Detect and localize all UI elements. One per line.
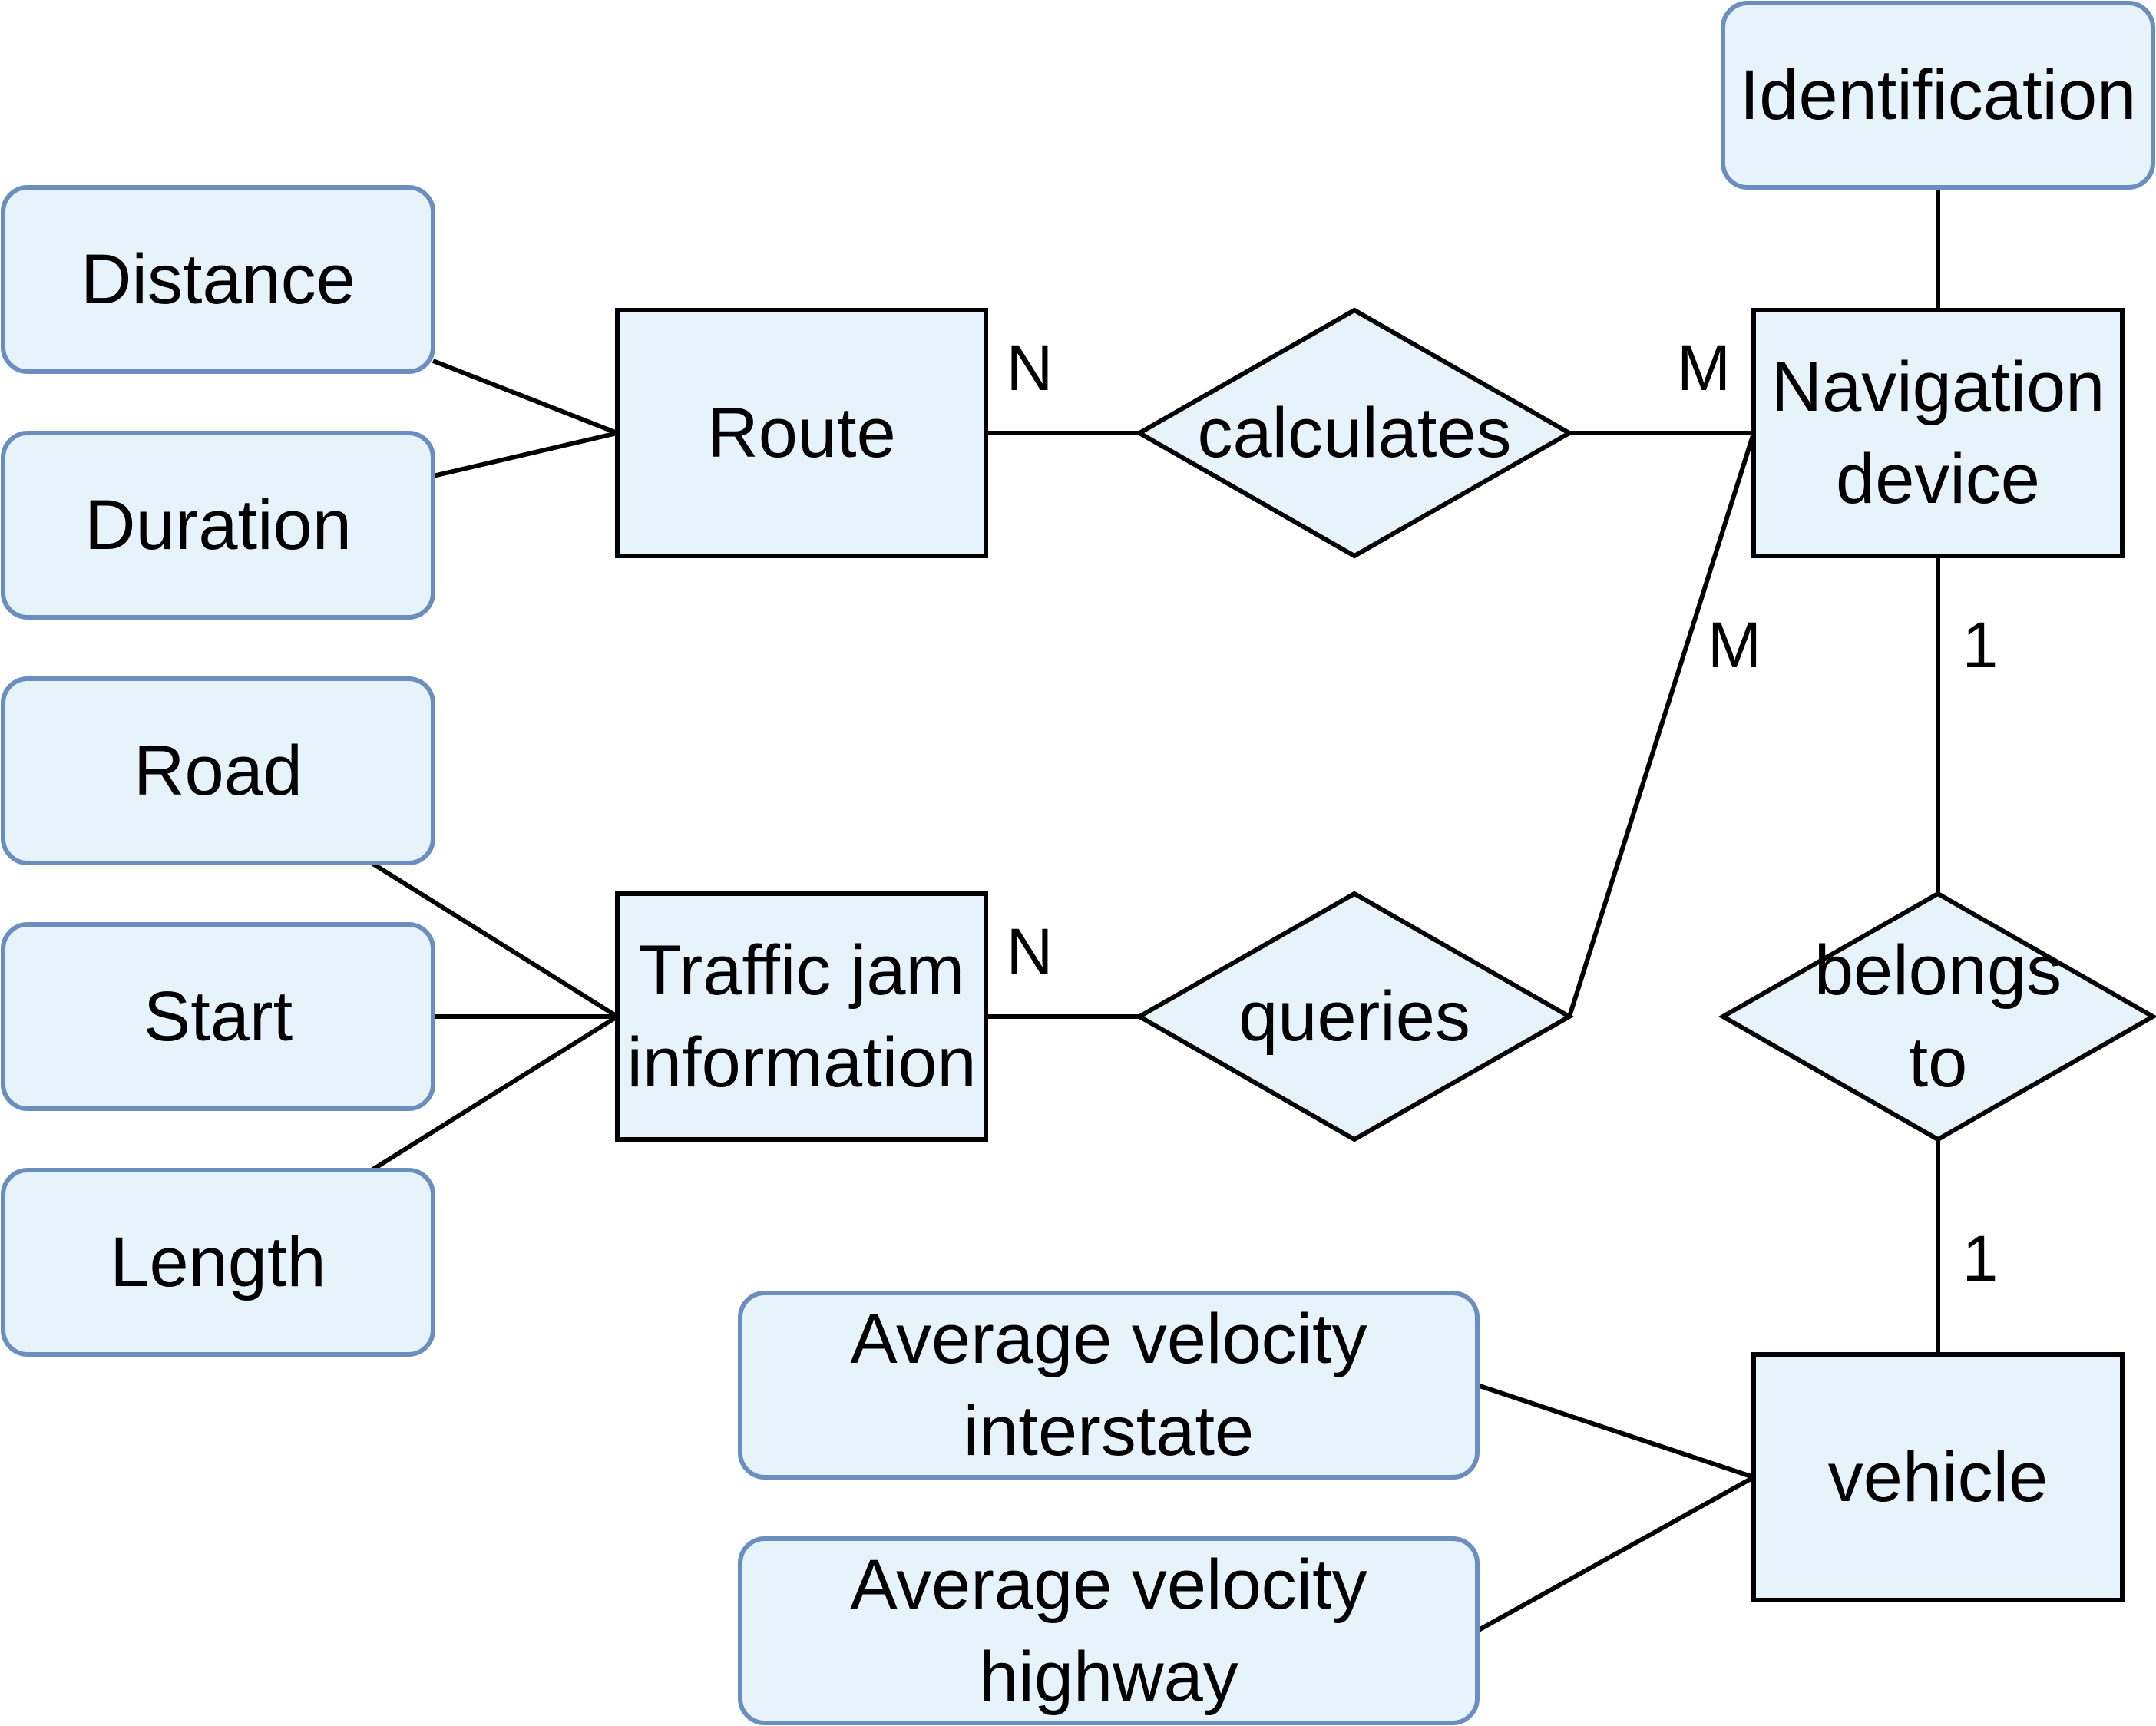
cardinality-calculates-navigation: M <box>1677 332 1731 404</box>
entity-vehicle: vehicle <box>1751 1352 2125 1602</box>
attribute-duration-label: Duration <box>84 486 352 564</box>
relationship-queries: queries <box>1134 891 1575 1142</box>
line-length-traffic <box>370 1014 619 1172</box>
attribute-road: Road <box>1 676 435 865</box>
line-highway-vehicle <box>1476 1475 1755 1633</box>
line-queries-navigation <box>1567 432 1756 1017</box>
cardinality-traffic-queries: N <box>1007 915 1053 987</box>
connectors <box>370 187 1940 1633</box>
attribute-road-label: Road <box>134 732 303 810</box>
entity-navigation-device: Navigation device <box>1751 308 2125 558</box>
attribute-avg-velocity-interstate: Average velocity interstate <box>738 1291 1480 1480</box>
relationship-belongs-to-line2: to <box>1909 1023 1968 1102</box>
attribute-distance: Distance <box>1 185 435 374</box>
entity-vehicle-label: vehicle <box>1828 1438 2048 1516</box>
attribute-avg-velocity-interstate-line1: Average velocity <box>850 1300 1367 1378</box>
attribute-avg-velocity-highway-line1: Average velocity <box>850 1546 1367 1624</box>
line-road-traffic <box>370 861 619 1019</box>
line-interstate-vehicle <box>1476 1383 1754 1480</box>
entity-route: Route <box>615 308 988 558</box>
entity-traffic-jam-information-line1: Traffic jam <box>639 931 964 1010</box>
entity-navigation-device-line2: device <box>1836 440 2040 518</box>
cardinality-queries-navigation: M <box>1708 609 1761 681</box>
attribute-start: Start <box>1 922 435 1111</box>
attribute-identification-label: Identification <box>1740 56 2137 134</box>
relationship-belongs-to-line1: belongs <box>1814 931 2062 1010</box>
attribute-duration: Duration <box>1 431 435 620</box>
attribute-identification: Identification <box>1721 1 2155 190</box>
relationship-belongs-to: belongs to <box>1718 891 2156 1142</box>
entity-route-label: Route <box>707 394 896 472</box>
relationship-calculates: calculates <box>1134 307 1575 559</box>
attribute-avg-velocity-highway-line2: highway <box>979 1638 1238 1716</box>
cardinality-route-calculates: N <box>1007 332 1053 404</box>
relationship-queries-label: queries <box>1238 977 1470 1056</box>
line-duration-route <box>432 431 618 478</box>
attribute-start-label: Start <box>144 977 293 1056</box>
attribute-length-label: Length <box>110 1223 326 1301</box>
attribute-avg-velocity-interstate-line2: interstate <box>964 1392 1254 1470</box>
entity-traffic-jam-information-line2: information <box>627 1023 976 1102</box>
attribute-length: Length <box>1 1168 435 1357</box>
cardinality-navigation-belongs: 1 <box>1963 609 1999 681</box>
line-distance-route <box>432 359 619 435</box>
cardinality-belongs-vehicle: 1 <box>1963 1222 1999 1294</box>
attribute-distance-label: Distance <box>81 240 355 319</box>
attribute-avg-velocity-highway: Average velocity highway <box>738 1536 1480 1725</box>
entity-traffic-jam-information: Traffic jam information <box>615 891 988 1142</box>
relationship-calculates-label: calculates <box>1197 394 1511 472</box>
cardinality-labels: N M M 1 N 1 <box>1007 332 1999 1294</box>
entity-navigation-device-line1: Navigation <box>1771 348 2105 426</box>
